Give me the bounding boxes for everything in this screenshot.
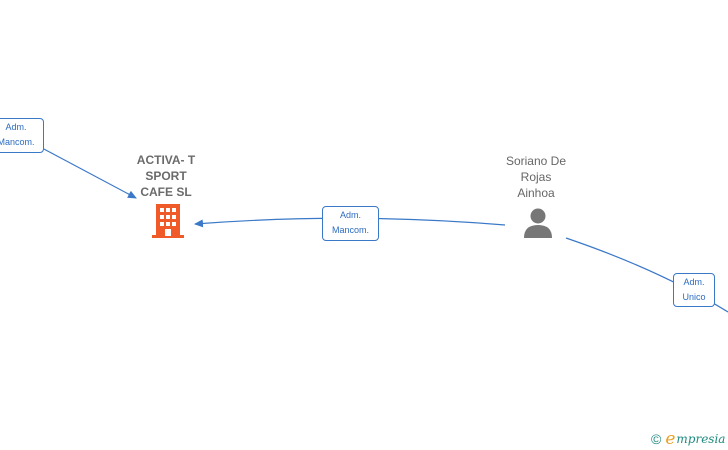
person-name[interactable]: Soriano De Rojas Ainhoa — [505, 154, 567, 200]
person-icon[interactable] — [522, 208, 554, 238]
edge-label-adm-unico[interactable]: Adm. Unico — [673, 273, 715, 307]
footer-brand: © e mpresia — [651, 430, 725, 448]
edge-label-adm-mancom-center[interactable]: Adm. Mancom. — [322, 206, 379, 241]
brand-logo-text: mpresia — [676, 432, 726, 446]
company-name[interactable]: ACTIVA- T SPORT CAFE SL — [136, 153, 196, 199]
copyright-icon: © — [651, 431, 662, 447]
brand-logo-initial: e — [665, 429, 676, 449]
edge-label-adm-mancom-left[interactable]: Adm. Mancom. — [0, 118, 44, 153]
building-icon[interactable] — [152, 204, 184, 238]
edge-offscreen-to-company — [41, 147, 137, 199]
